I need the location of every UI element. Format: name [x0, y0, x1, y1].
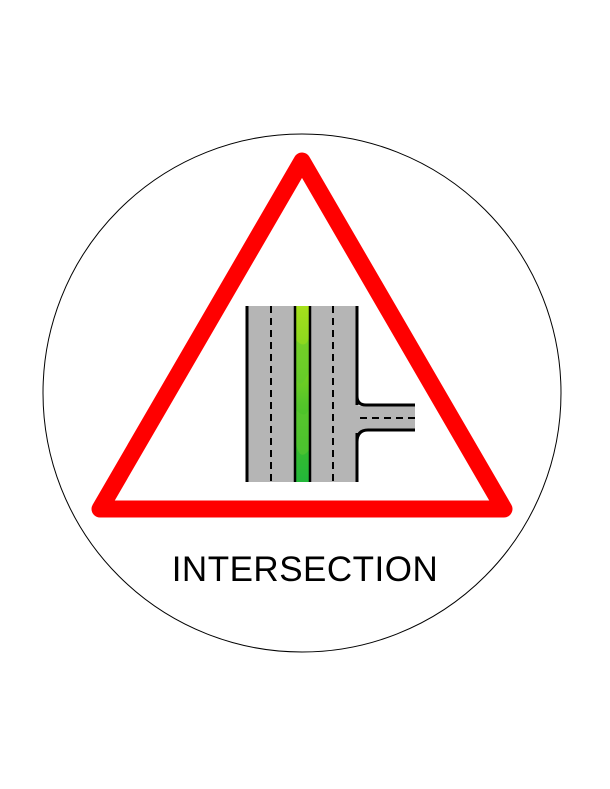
- median-shade: [296, 338, 309, 455]
- sign-caption: INTERSECTION: [171, 550, 439, 589]
- side-road-edge-bottom: [355, 428, 415, 443]
- side-road-edge-top: [355, 395, 415, 407]
- median-strip: [296, 306, 309, 482]
- side-road-junction-icon: [245, 306, 415, 482]
- side-road-surface: [357, 404, 415, 440]
